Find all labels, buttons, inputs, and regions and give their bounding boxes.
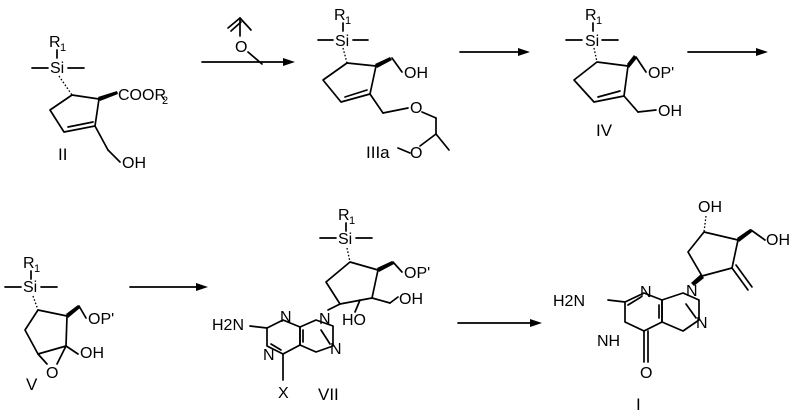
- silicon-atom: Si: [50, 60, 64, 77]
- purine-n7: N: [696, 315, 708, 332]
- ether-oxygen: O: [235, 39, 247, 56]
- compound-label-I: I: [636, 395, 641, 414]
- ether-oxygen-2: O: [410, 145, 422, 162]
- compound-I: OH OH N N N H2N NH O I: [553, 199, 790, 414]
- r1-label: R: [334, 7, 346, 24]
- compound-II: R 1 Si COOR 2 OH II: [31, 34, 168, 172]
- reaction-arrow-2: [459, 48, 530, 56]
- compound-V: R 1 Si OP' OH O V: [4, 255, 114, 394]
- epoxide-oxygen: O: [46, 365, 58, 382]
- r1-subscript: 1: [60, 42, 66, 54]
- reaction-arrow-4: [129, 283, 208, 291]
- purine-n9: N: [686, 283, 698, 300]
- r1-label: R: [585, 7, 597, 24]
- ester-group: COOR: [118, 87, 166, 104]
- r2-subscript: 2: [162, 95, 168, 107]
- compound-label-IIIa: IIIa: [366, 143, 390, 162]
- amino-group: H2N: [553, 293, 585, 310]
- amino-group: H2N: [212, 317, 244, 334]
- r1-label: R: [338, 207, 350, 224]
- compound-VII: R 1 Si OP' OH HO N N N N H2N X VII: [212, 207, 430, 404]
- silicon-atom: Si: [585, 33, 599, 50]
- carbonyl-oxygen: O: [640, 365, 652, 382]
- hydroxyl-group: OH: [404, 65, 428, 82]
- protected-oxygen: OP': [88, 311, 114, 328]
- r1-subscript: 1: [345, 15, 351, 27]
- compound-label-VII: VII: [318, 385, 339, 404]
- purine-n3: N: [280, 309, 292, 326]
- purine-n9: N: [319, 311, 331, 328]
- reagent-isopropenyl-methyl-ether: O: [227, 17, 263, 65]
- protected-oxygen: OP': [404, 265, 430, 282]
- hydroxyl-group: OH: [658, 103, 682, 120]
- purine-n3: N: [640, 284, 652, 301]
- purine-n1: N: [263, 347, 275, 364]
- hydroxyl-group: OH: [399, 291, 423, 308]
- ring-hydroxyl: OH: [698, 199, 722, 216]
- compound-IIIa: R 1 Si OH O O IIIa: [317, 7, 450, 162]
- reaction-arrow-5: [457, 319, 542, 327]
- hydroxyl-group: OH: [80, 345, 104, 362]
- tertiary-hydroxyl: HO: [342, 312, 366, 329]
- r1-subscript: 1: [596, 15, 602, 27]
- r1-subscript: 1: [349, 215, 355, 227]
- silicon-atom: Si: [335, 33, 349, 50]
- hydroxyl-group: OH: [122, 155, 146, 172]
- compound-label-II: II: [58, 145, 67, 164]
- compound-label-V: V: [26, 375, 38, 394]
- r1-label: R: [23, 255, 35, 272]
- r1-label: R: [49, 34, 61, 51]
- r1-subscript: 1: [34, 263, 40, 275]
- ether-oxygen-1: O: [410, 100, 422, 117]
- compound-IV: R 1 Si OP' OH IV: [565, 7, 682, 140]
- purine-n7: N: [330, 341, 342, 358]
- substituent-x: X: [278, 385, 289, 402]
- primary-hydroxyl: OH: [766, 232, 790, 249]
- reaction-arrow-1: [201, 58, 295, 66]
- silicon-atom: Si: [23, 279, 37, 296]
- silicon-atom: Si: [338, 231, 352, 248]
- reaction-arrow-3: [687, 48, 768, 56]
- protected-oxygen: OP': [648, 65, 674, 82]
- imide-nh: NH: [597, 333, 620, 350]
- compound-label-IV: IV: [596, 121, 613, 140]
